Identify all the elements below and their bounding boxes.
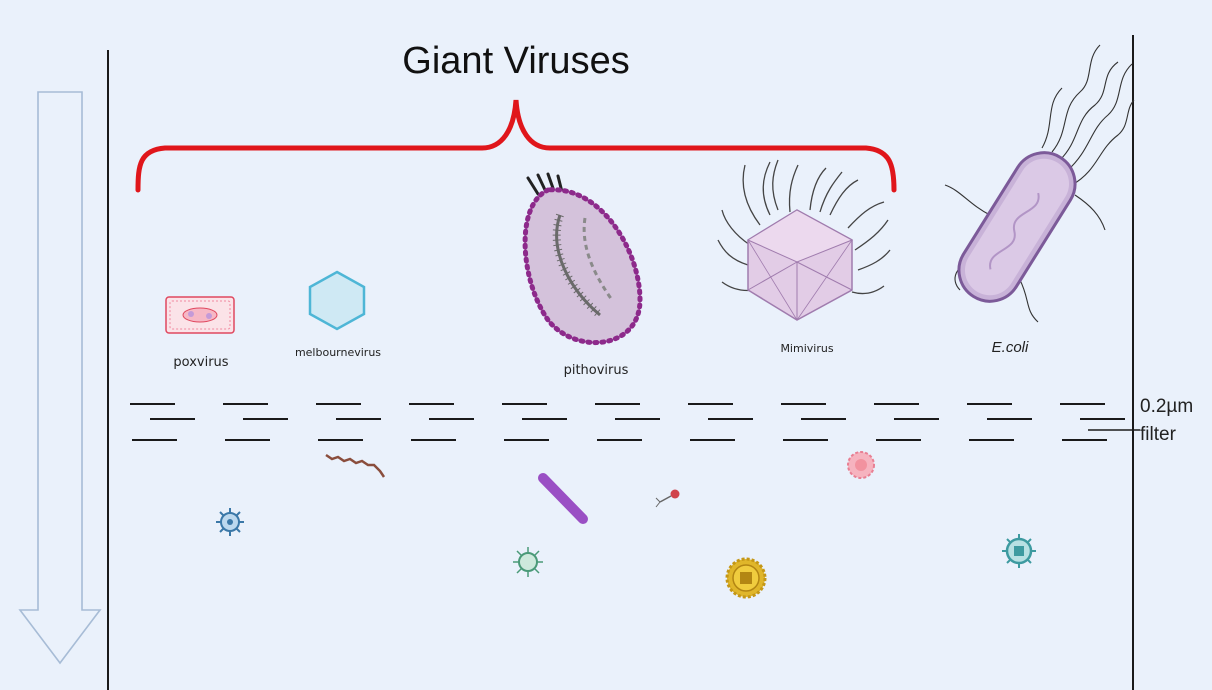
phage-particle xyxy=(656,490,680,508)
ecoli-icon xyxy=(945,45,1134,322)
small-virus-icon xyxy=(727,559,765,597)
small-virus-icon xyxy=(216,508,244,536)
giant-virus-bracket xyxy=(138,100,894,190)
melbournevirus-label: melbournevirus xyxy=(295,346,381,359)
ecoli-label: E.coli xyxy=(992,339,1029,356)
poxvirus-icon xyxy=(166,297,234,333)
melbournevirus-icon xyxy=(310,272,364,329)
filament-particle xyxy=(326,455,384,477)
pithovirus-icon xyxy=(525,174,640,343)
small-virus-icon xyxy=(848,452,874,478)
down-arrow-icon xyxy=(20,92,100,663)
mimivirus-label: Mimivirus xyxy=(780,342,833,355)
mimivirus-icon xyxy=(718,160,890,320)
small-virus-icon xyxy=(1002,534,1036,568)
filter-membrane xyxy=(130,404,1125,440)
filter-size-label: 0.2µm xyxy=(1140,396,1193,417)
small-virus-icon xyxy=(513,547,543,577)
poxvirus-label: poxvirus xyxy=(173,355,228,370)
rod-particle xyxy=(543,478,583,519)
pithovirus-label: pithovirus xyxy=(564,363,629,378)
diagram-title: Giant Viruses xyxy=(402,40,629,82)
filter-word-label: filter xyxy=(1140,424,1177,445)
